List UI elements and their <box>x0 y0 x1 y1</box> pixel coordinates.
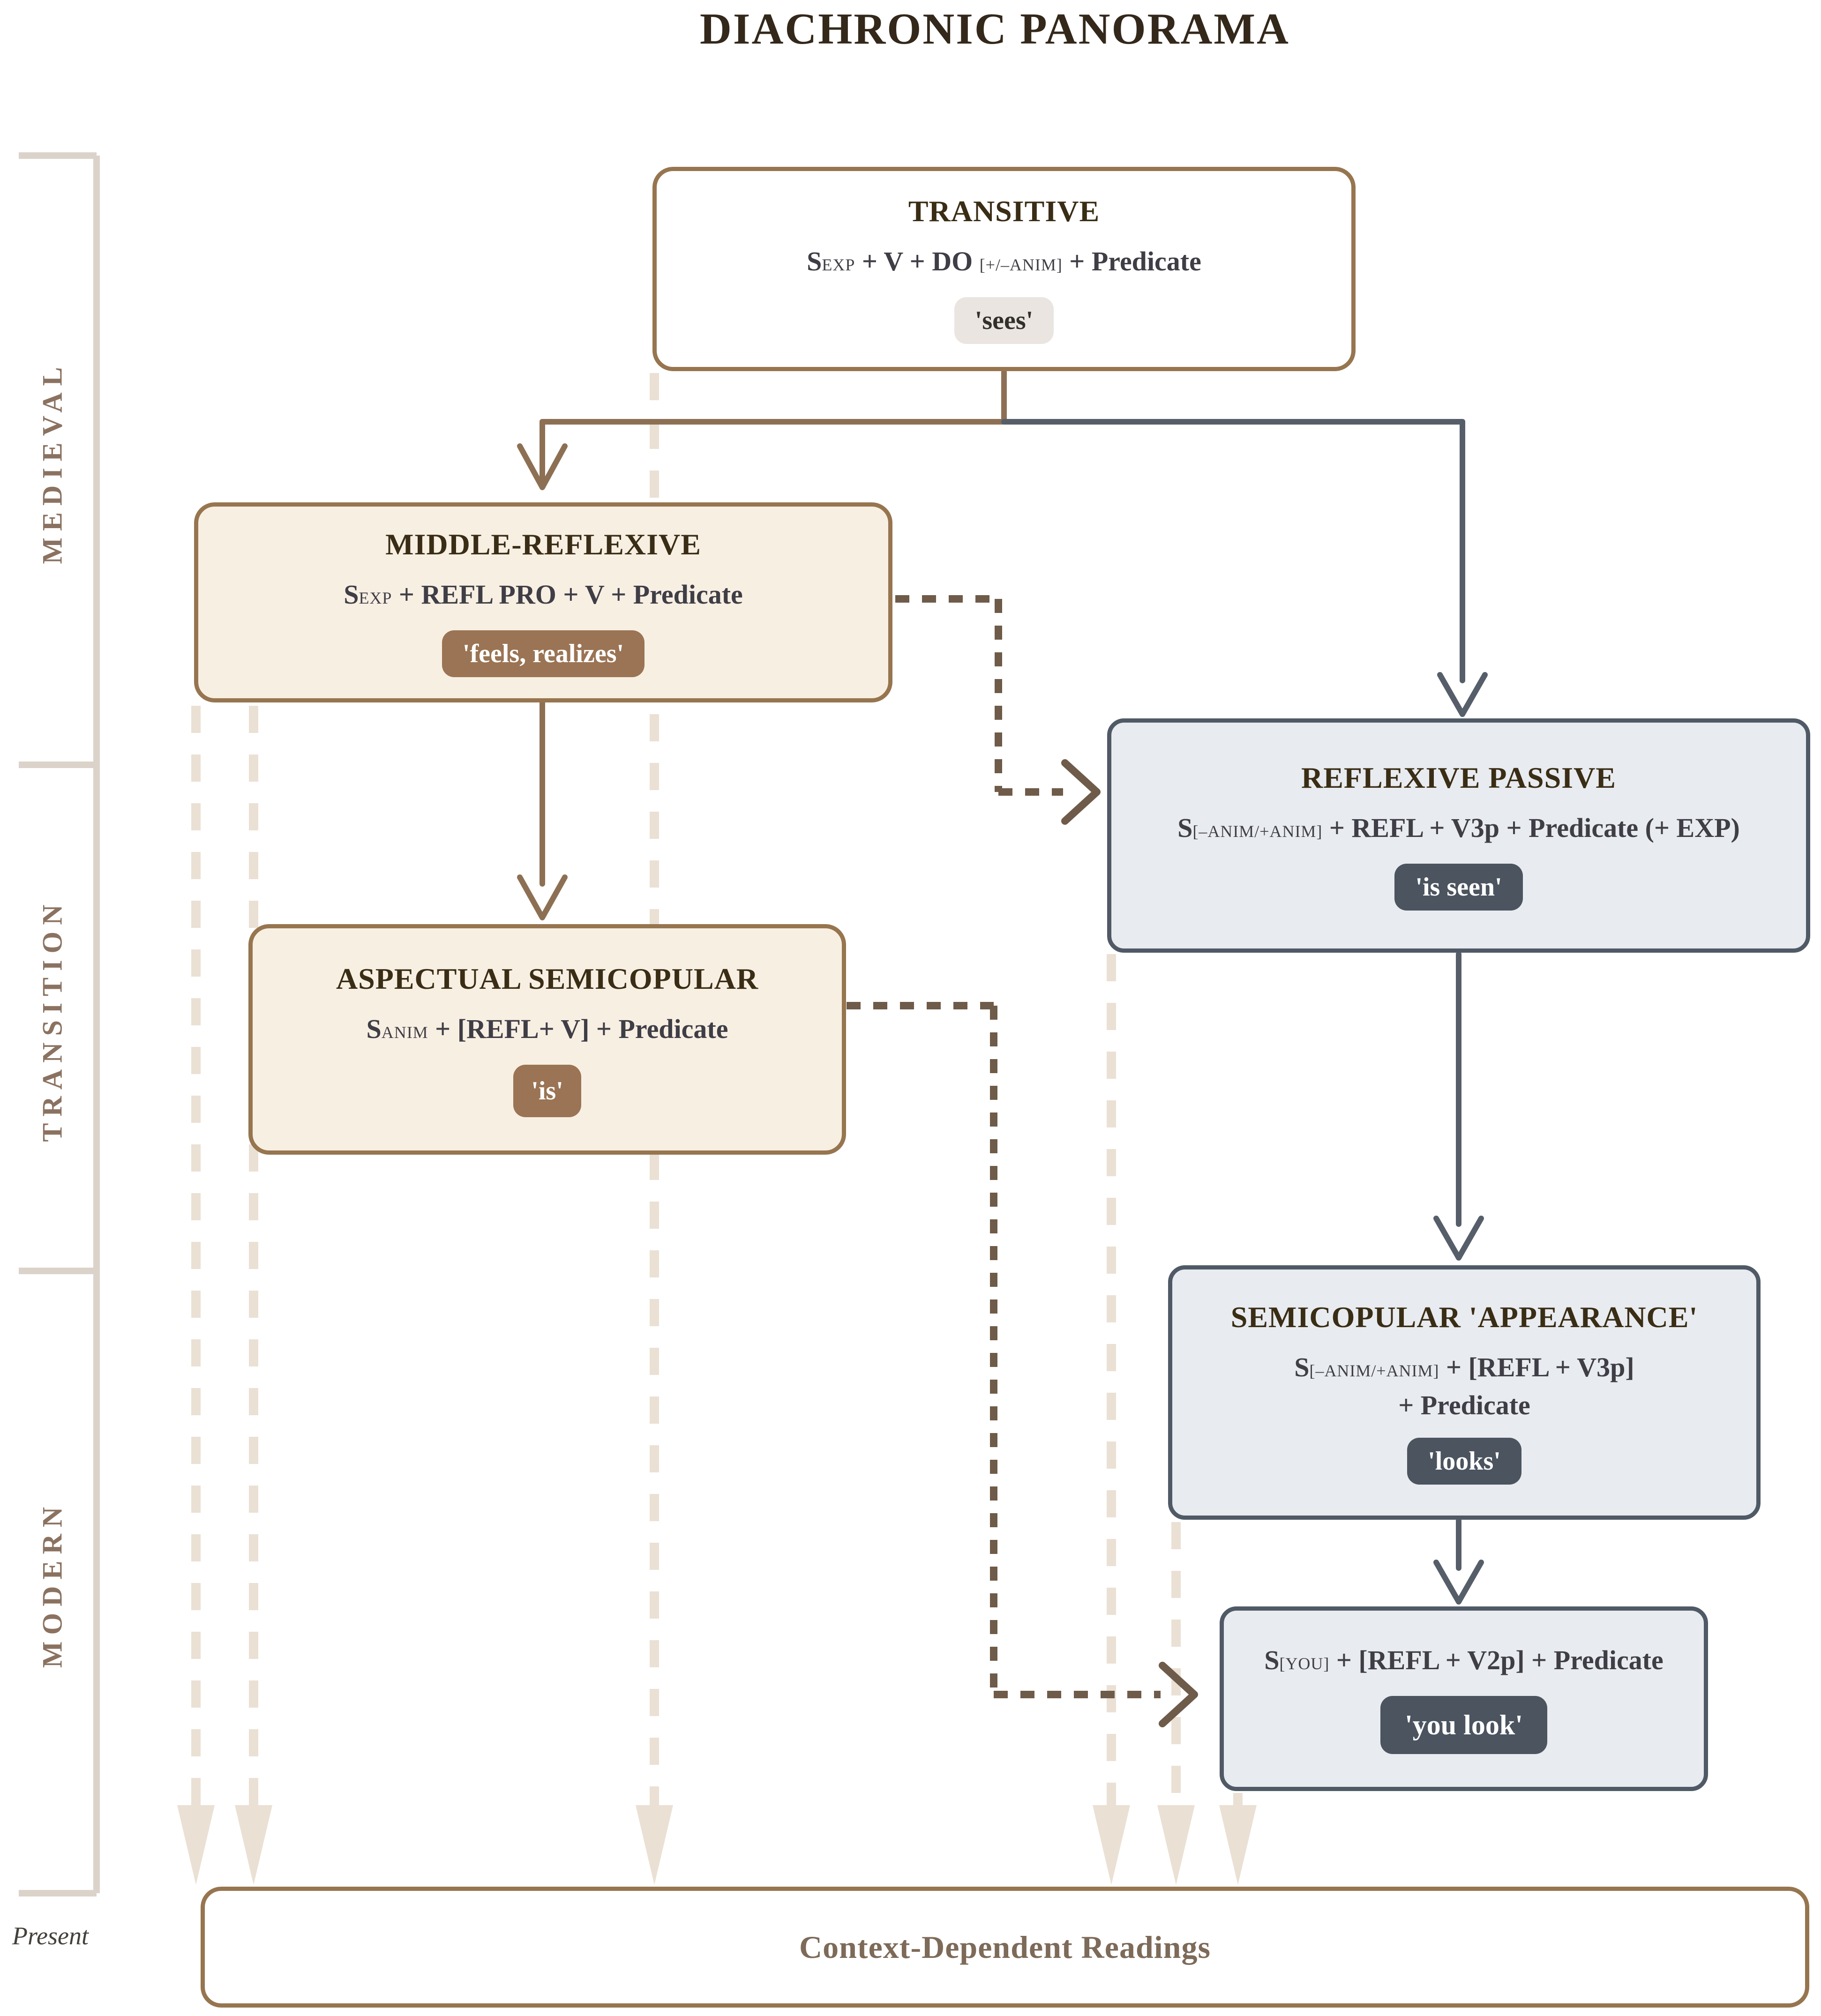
slate-solid-connectors <box>1001 419 1488 1605</box>
chevron-down-icon <box>1437 672 1488 717</box>
reflexive-passive-title: REFLEXIVE PASSIVE <box>1301 761 1616 794</box>
page-title: DIACHRONIC PANORAMA <box>700 5 1290 53</box>
timeline-bracket <box>19 152 100 1897</box>
middle-reflexive-box: MIDDLE-REFLEXIVE SEXP + REFL PRO + V + P… <box>194 502 892 702</box>
chevron-right-icon <box>1061 759 1101 825</box>
timeline-era-medieval: MEDIEVAL <box>37 360 68 564</box>
ghost-arrowhead-down-icon <box>235 1805 272 1885</box>
gloss-badge-looks: 'looks' <box>1407 1438 1521 1485</box>
chevron-down-icon <box>1433 1560 1484 1605</box>
gloss-badge-sees: 'sees' <box>954 297 1054 344</box>
timeline-era-modern: MODERN <box>37 1500 68 1668</box>
ghost-arrowhead-down-icon <box>1219 1805 1257 1885</box>
ghost-arrowheads <box>177 1805 1257 1885</box>
transitive-formula: SEXP + V + DO [+/–ANIM] + Predicate <box>807 246 1201 276</box>
chevron-down-icon <box>517 874 568 920</box>
semicopular-appearance-formula-line1: S[–ANIM/+ANIM] + [REFL + V3p] <box>1294 1352 1634 1382</box>
semicopular-appearance-title: SEMICOPULAR 'APPEARANCE' <box>1230 1300 1698 1334</box>
gloss-badge-is-seen: 'is seen' <box>1394 863 1523 911</box>
chevron-right-icon <box>1159 1662 1198 1727</box>
dotted-links <box>847 595 1161 1698</box>
context-dependent-readings-box: Context-Dependent Readings <box>201 1887 1809 2008</box>
gloss-badge-you-look: 'you look' <box>1380 1695 1547 1754</box>
chevron-down-icon <box>517 443 568 490</box>
second-person-formula: S[YOU] + [REFL + V2p] + Predicate <box>1264 1644 1664 1675</box>
ghost-arrowhead-down-icon <box>636 1805 673 1885</box>
ghost-arrowhead-down-icon <box>1157 1805 1195 1885</box>
semicopular-appearance-formula-line2: + Predicate <box>1398 1390 1530 1420</box>
brown-solid-connectors <box>517 369 1007 920</box>
transitive-box: TRANSITIVE SEXP + V + DO [+/–ANIM] + Pre… <box>652 167 1356 371</box>
middle-reflexive-formula: SEXP + REFL PRO + V + Predicate <box>344 579 743 610</box>
semicopular-appearance-box: SEMICOPULAR 'APPEARANCE' S[–ANIM/+ANIM] … <box>1168 1265 1761 1520</box>
aspectual-semicopular-title: ASPECTUAL SEMICOPULAR <box>336 962 759 995</box>
timeline-present-label: Present <box>12 1922 89 1950</box>
aspectual-semicopular-box: ASPECTUAL SEMICOPULAR SANIM + [REFL+ V] … <box>248 924 846 1155</box>
aspectual-semicopular-formula: SANIM + [REFL+ V] + Predicate <box>366 1013 728 1044</box>
reflexive-passive-box: REFLEXIVE PASSIVE S[–ANIM/+ANIM] + REFL … <box>1107 718 1810 953</box>
ghost-arrowhead-down-icon <box>177 1805 215 1885</box>
timeline-era-transition: TRANSITION <box>37 898 68 1142</box>
chevron-down-icon <box>1433 1216 1484 1261</box>
second-person-box: S[YOU] + [REFL + V2p] + Predicate 'you l… <box>1220 1606 1708 1791</box>
ghost-arrowhead-down-icon <box>1093 1805 1130 1885</box>
transitive-title: TRANSITIVE <box>908 194 1100 228</box>
reflexive-passive-formula: S[–ANIM/+ANIM] + REFL + V3p + Predicate … <box>1177 812 1740 843</box>
context-dependent-readings-title: Context-Dependent Readings <box>799 1929 1211 1965</box>
middle-reflexive-title: MIDDLE-REFLEXIVE <box>385 528 701 561</box>
gloss-badge-feels-realizes: 'feels, realizes' <box>442 630 645 677</box>
gloss-badge-is: 'is' <box>513 1064 581 1117</box>
dotted-link-arrowheads <box>1061 759 1198 1727</box>
